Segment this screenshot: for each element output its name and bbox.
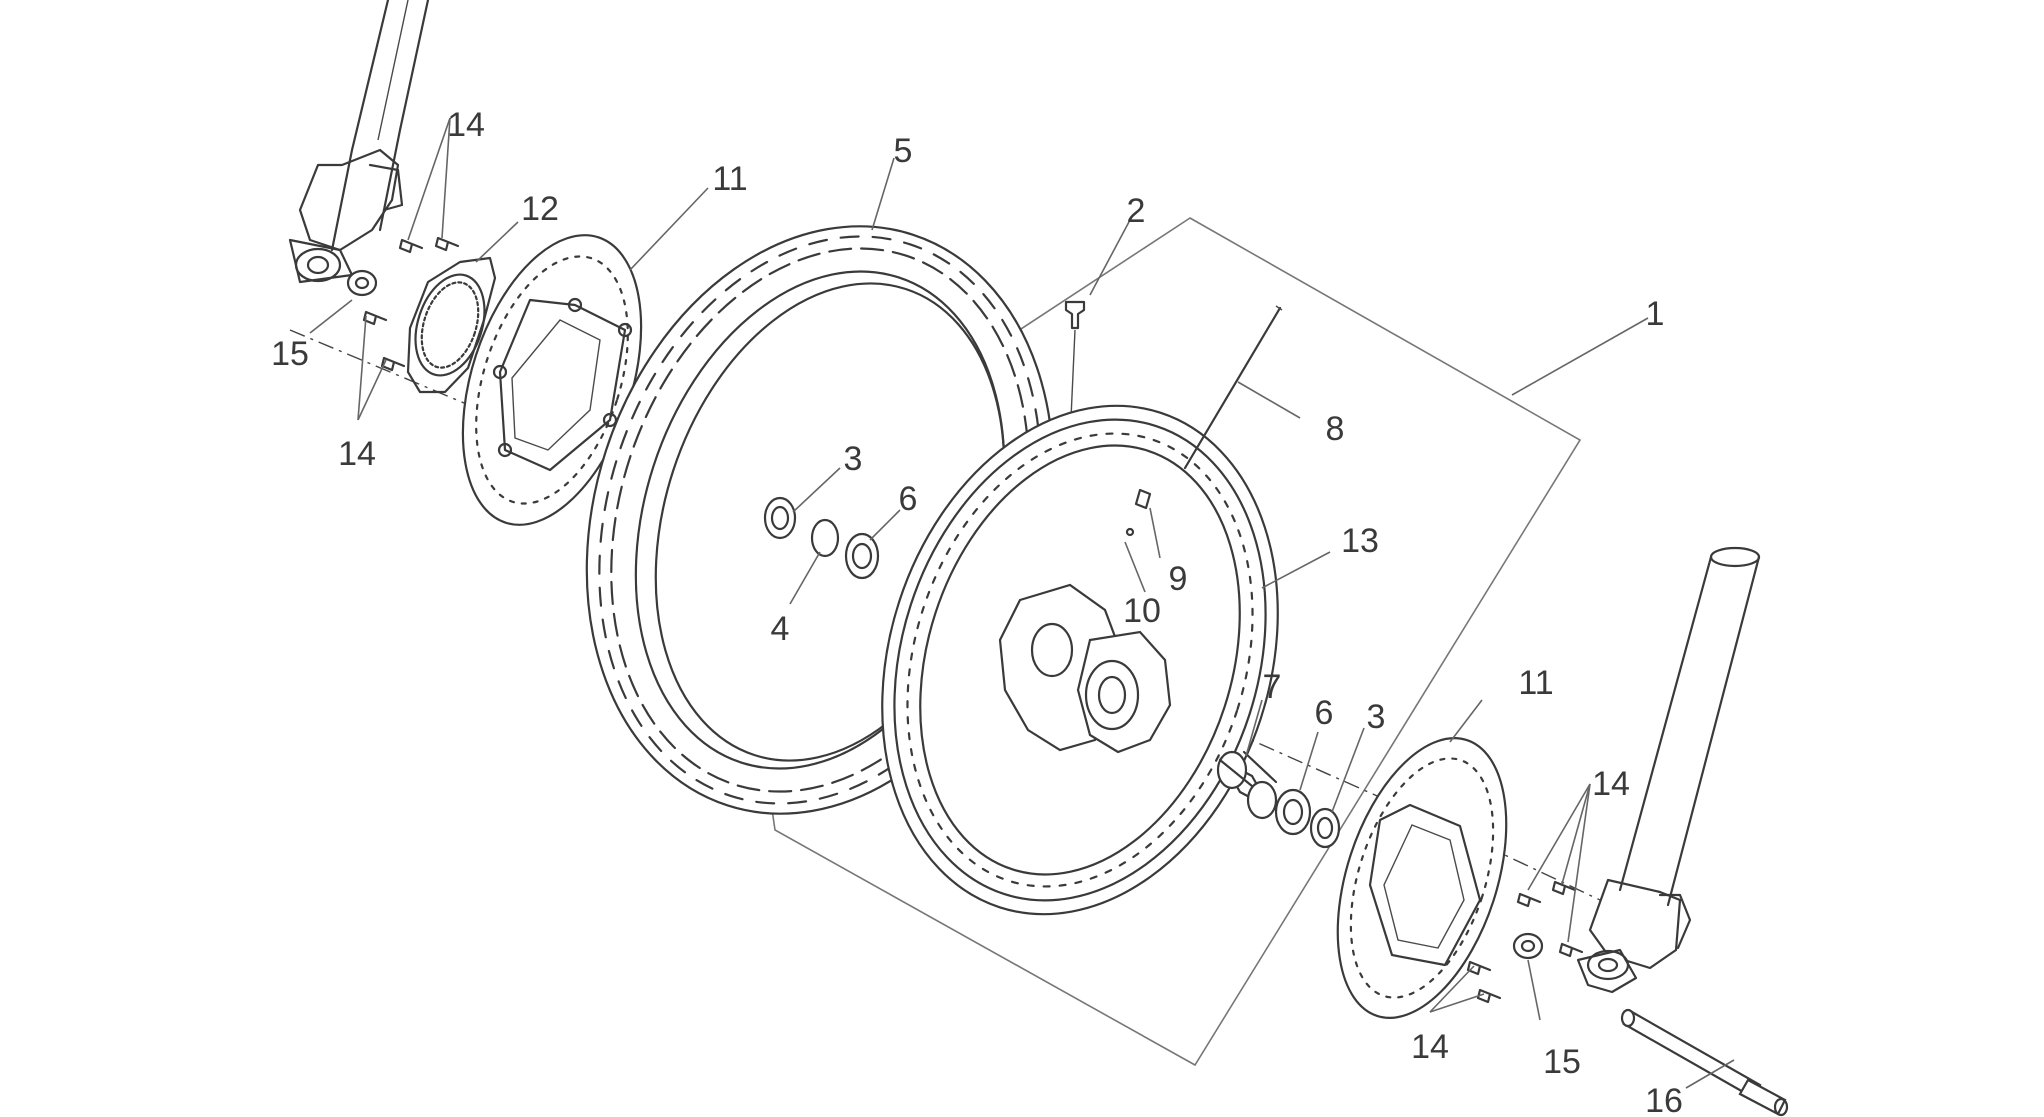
left-bolts (362, 236, 460, 372)
callout-12: 12 (521, 190, 559, 228)
callout-6-right: 6 (1315, 694, 1334, 732)
right-brake-disc (1336, 737, 1508, 1019)
callout-15-right: 15 (1543, 1043, 1581, 1081)
callout-14-bottom-right: 14 (1411, 1028, 1449, 1066)
callout-6-left: 6 (899, 480, 918, 518)
leader-lines (309, 117, 1735, 1089)
callout-3-left: 3 (844, 440, 863, 478)
callout-1: 1 (1646, 295, 1665, 333)
callout-7: 7 (1263, 668, 1282, 706)
right-bearing (1274, 788, 1312, 836)
right-fork-leg (1576, 546, 1761, 994)
spoke (1183, 305, 1283, 470)
wheel-hub (998, 583, 1172, 754)
callout-11-right: 11 (1518, 664, 1553, 702)
circlip (810, 518, 840, 558)
right-spacer (1512, 932, 1544, 960)
left-seal (763, 496, 797, 540)
hub-spacer (1216, 750, 1278, 820)
left-brake-disc (461, 234, 643, 526)
callout-labels: 1 2 3 3 4 5 6 6 7 8 9 10 11 11 12 13 14 … (271, 106, 1683, 1117)
callout-10: 10 (1123, 592, 1161, 630)
callout-3-right: 3 (1367, 698, 1386, 736)
spoke-nipple (1125, 488, 1152, 537)
callout-14-top-left: 14 (447, 106, 485, 144)
abs-tone-ring (406, 256, 497, 394)
front-axle (1620, 1008, 1789, 1117)
callout-14-top-right: 14 (1592, 765, 1630, 803)
callout-11-left: 11 (712, 160, 747, 198)
callout-2: 2 (1127, 192, 1146, 230)
left-bearing (844, 532, 880, 580)
callout-15-left: 15 (271, 335, 309, 373)
callout-8: 8 (1326, 410, 1345, 448)
callout-4: 4 (771, 610, 790, 648)
right-seal (1309, 807, 1341, 849)
callout-9: 9 (1169, 560, 1188, 598)
callout-14-bottom-left: 14 (338, 435, 376, 473)
callout-5: 5 (894, 132, 913, 170)
left-spacer (346, 269, 378, 297)
callout-13: 13 (1341, 522, 1379, 560)
callout-16: 16 (1645, 1082, 1683, 1117)
